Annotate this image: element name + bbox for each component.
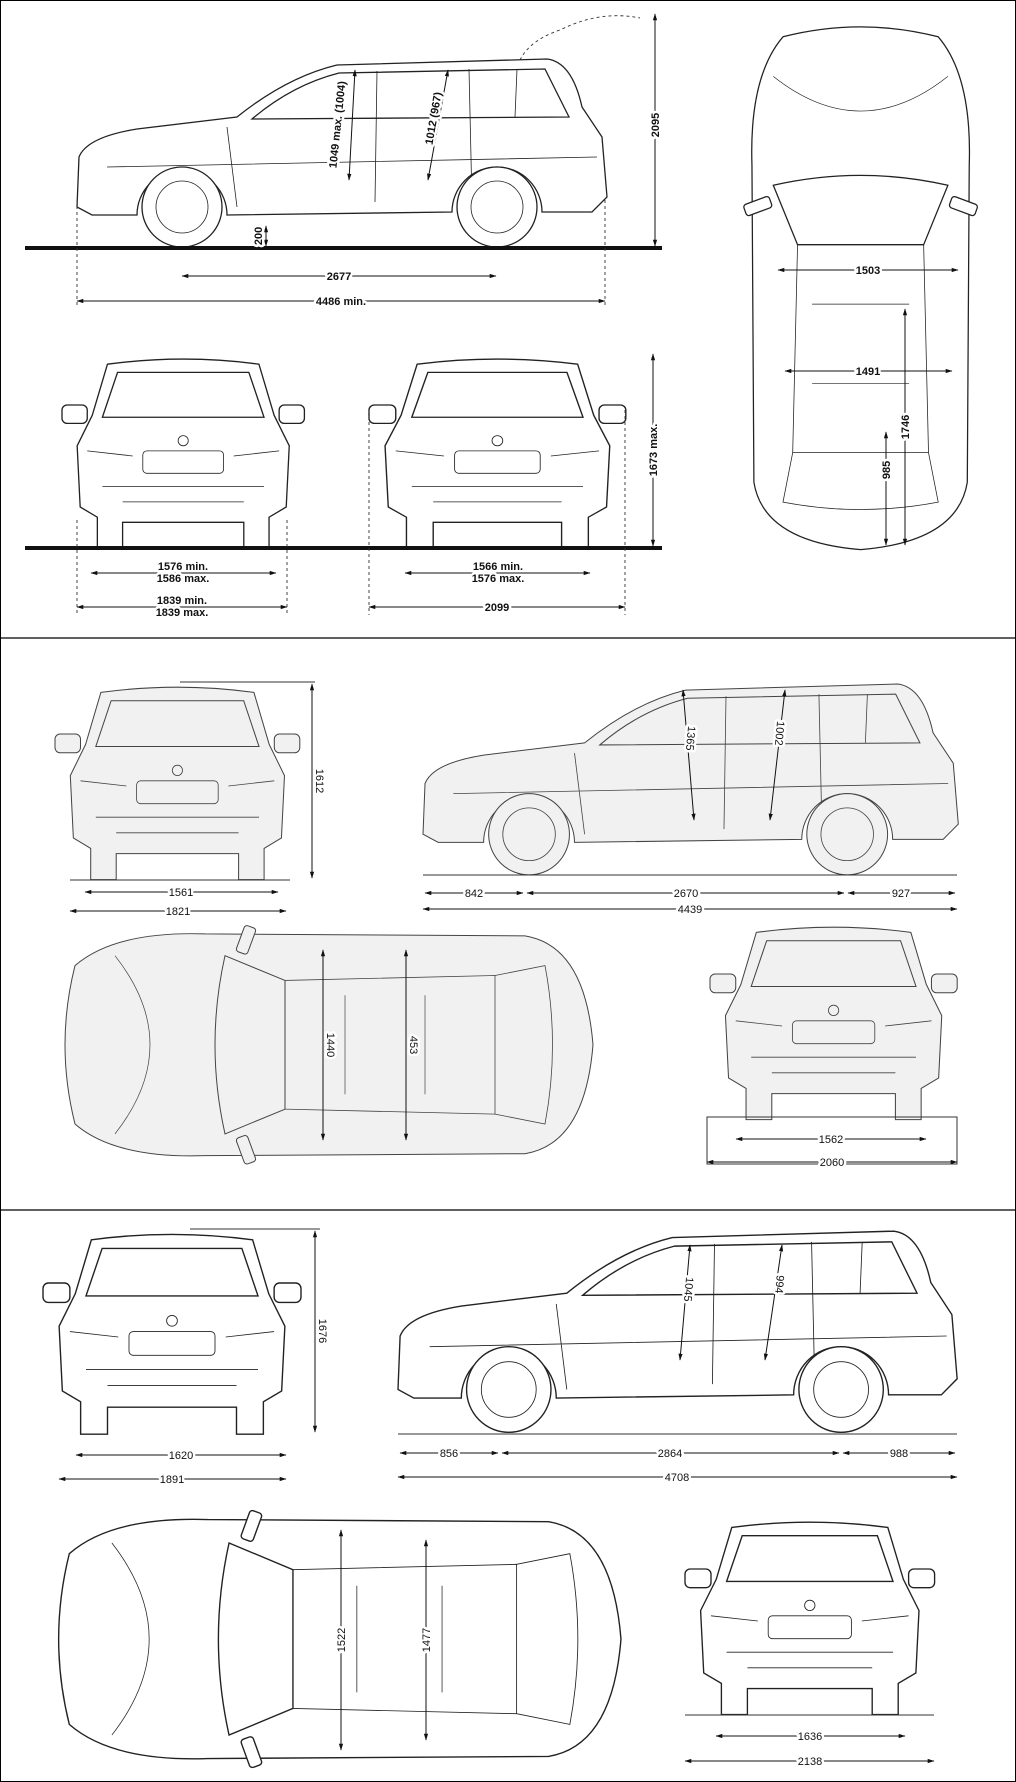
vw-top-drawing bbox=[742, 26, 979, 551]
length-label: 4439 bbox=[678, 904, 702, 916]
headroom-front-dimension bbox=[678, 1244, 692, 1361]
height-label: 1612 bbox=[313, 769, 325, 793]
x3-front-view: 1676 1620 1891 bbox=[42, 1228, 331, 1489]
front-overhang-label: 842 bbox=[465, 888, 483, 900]
vw-rear-drawing bbox=[368, 358, 627, 549]
headroom-rear-dimension bbox=[427, 69, 449, 181]
shoulder-front-label: 1503 bbox=[856, 265, 880, 277]
x3-front-drawing bbox=[42, 1233, 302, 1435]
x3-top-view: 1522 1477 bbox=[57, 1509, 622, 1770]
rear-track-min-label: 1566 min. bbox=[473, 561, 523, 573]
length-label: 4486 min. bbox=[316, 296, 366, 308]
width-min-label: 1839 min. bbox=[157, 595, 207, 607]
width-front-label: 1522 bbox=[336, 1628, 348, 1652]
track-label: 1620 bbox=[169, 1450, 193, 1462]
vw-top-view: 1503 1491 1746 985 bbox=[742, 26, 979, 551]
width-rear-label: 453 bbox=[407, 1036, 419, 1054]
rear-track-max-label: 1576 max. bbox=[472, 573, 525, 585]
headroom-rear-label: 994 bbox=[772, 1275, 786, 1294]
width-front-label: 1440 bbox=[324, 1033, 336, 1057]
length-label: 4708 bbox=[665, 1472, 689, 1484]
track-label: 1636 bbox=[798, 1731, 822, 1743]
rear-overhang-label: 927 bbox=[892, 888, 910, 900]
track-label: 1562 bbox=[819, 1134, 843, 1146]
x1-front-drawing bbox=[54, 686, 301, 881]
wheelbase-label: 2864 bbox=[658, 1448, 682, 1460]
vw-side-view: 2095 200 1049 max. (1004) 1012 (967) 267… bbox=[25, 13, 665, 311]
wheelbase-label: 2677 bbox=[327, 271, 351, 283]
clearance-label: 200 bbox=[253, 227, 265, 245]
headroom-front-dimension bbox=[681, 689, 696, 821]
tailgate-open-outline bbox=[519, 15, 641, 61]
x1-rear-view: 1562 2060 bbox=[706, 926, 958, 1172]
x1-front-view: 1612 1561 1821 bbox=[54, 681, 328, 921]
headroom-rear-label: 1002 bbox=[772, 721, 786, 746]
x1-top-view: 1440 453 bbox=[64, 924, 594, 1166]
headroom-front-label: 1365 bbox=[683, 726, 697, 751]
mirror-width-label: 2099 bbox=[485, 602, 509, 614]
height-label: 2095 bbox=[650, 113, 662, 137]
front-track-max-label: 1586 max. bbox=[157, 573, 210, 585]
height-label: 1676 bbox=[316, 1319, 328, 1343]
cargo-label: 985 bbox=[881, 461, 893, 479]
front-overhang-label: 856 bbox=[440, 1448, 458, 1460]
rear-height-label: 1673 max. bbox=[648, 424, 660, 477]
width-label: 1821 bbox=[166, 906, 190, 918]
rear-overhang-label: 988 bbox=[890, 1448, 908, 1460]
mirror-width-label: 2060 bbox=[820, 1157, 844, 1169]
headroom-front-dimension bbox=[347, 69, 357, 181]
x1-side-view: 1365 1002 842 2670 927 4439 bbox=[422, 683, 959, 919]
vw-front-drawing bbox=[61, 358, 306, 549]
width-rear-label: 1477 bbox=[421, 1628, 433, 1652]
x1-rear-drawing bbox=[709, 926, 958, 1121]
x3-side-drawing bbox=[397, 1230, 958, 1433]
track-label: 1561 bbox=[169, 887, 193, 899]
x3-rear-view: 1636 2138 bbox=[684, 1521, 936, 1771]
width-label: 1891 bbox=[160, 1474, 184, 1486]
shoulder-rear-label: 1491 bbox=[856, 366, 880, 378]
cargo-max-label: 1746 bbox=[900, 415, 912, 439]
front-track-min-label: 1576 min. bbox=[158, 561, 208, 573]
mirror-width-label: 2138 bbox=[798, 1756, 822, 1768]
width-max-label: 1839 max. bbox=[156, 607, 209, 619]
x3-rear-drawing bbox=[684, 1521, 936, 1716]
headroom-front-label: 1045 bbox=[681, 1277, 695, 1302]
headroom-rear-dimension bbox=[768, 689, 787, 821]
x3-side-view: 1045 994 856 2864 988 4708 bbox=[397, 1230, 958, 1487]
wheelbase-label: 2670 bbox=[674, 888, 698, 900]
headroom-rear-dimension bbox=[763, 1244, 784, 1361]
vw-front-rear-views: 1576 min. 1586 max. 1839 min. 1839 max. … bbox=[25, 353, 663, 622]
